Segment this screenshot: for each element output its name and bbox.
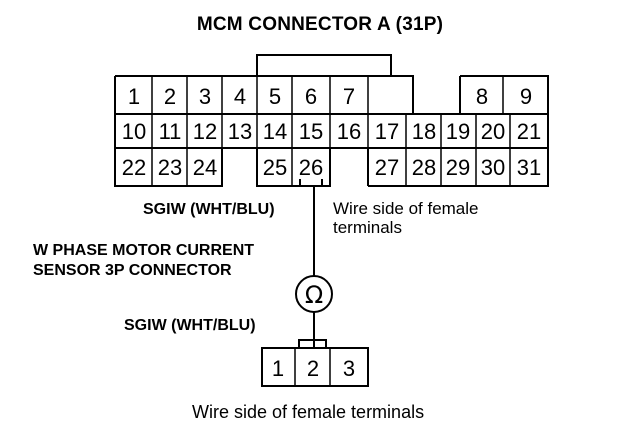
sensor-name-line1: W PHASE MOTOR CURRENT (33, 242, 255, 259)
pin-label: 1 (128, 84, 140, 109)
connector-3p (261, 339, 369, 387)
diagram-title: MCM CONNECTOR A (31P) (196, 14, 444, 35)
connector-3p-pins: 1 2 3 (272, 356, 355, 381)
pin-label-highlighted: 2 (307, 356, 319, 381)
pin-label: 11 (159, 119, 182, 144)
pin-label: 30 (481, 155, 505, 180)
pin-label: 7 (343, 84, 355, 109)
pin-label: 18 (412, 119, 436, 144)
pin-label: 25 (263, 155, 287, 180)
ohm-symbol: Ω (305, 281, 323, 309)
pin-label: 19 (446, 119, 470, 144)
pin-label: 24 (193, 155, 217, 180)
wire-side-note-bottom: Wire side of female terminals (192, 402, 425, 422)
pin-label: 14 (263, 119, 287, 144)
pin-label: 2 (164, 84, 176, 109)
pin-label: 21 (517, 119, 541, 144)
pin-label: 3 (199, 84, 211, 109)
pin-label: 22 (122, 155, 146, 180)
pin-label: 31 (517, 155, 541, 180)
pin-label: 10 (122, 119, 146, 144)
pin-label: 29 (446, 155, 470, 180)
pin-label: 16 (337, 119, 361, 144)
pin-2-marker (298, 339, 327, 348)
pin-label: 5 (269, 84, 281, 109)
pin-label: 20 (481, 119, 505, 144)
pin-26-marker (299, 179, 323, 187)
pin-label: 1 (272, 356, 284, 381)
pin-label: 17 (375, 119, 399, 144)
pin-label: 15 (299, 119, 323, 144)
wire-side-note-line2: terminals (333, 218, 402, 237)
sensor-name-line2: SENSOR 3P CONNECTOR (33, 262, 232, 279)
pin-label: 12 (193, 119, 217, 144)
connector-lock-tab (256, 54, 392, 76)
pin-label: 4 (234, 84, 246, 109)
pin-label-highlighted: 26 (299, 155, 323, 180)
connector-a-pins: 1 2 3 4 5 6 7 8 9 10 11 12 13 14 15 16 1… (122, 84, 541, 180)
wire-label-bottom: SGIW (WHT/BLU) (124, 317, 256, 334)
pin-label: 6 (305, 84, 317, 109)
pin-label: 9 (520, 84, 532, 109)
pin-label: 8 (476, 84, 488, 109)
pin-label: 28 (412, 155, 436, 180)
wire-label-top: SGIW (WHT/BLU) (143, 201, 275, 218)
pin-label: 23 (158, 155, 182, 180)
pin-label: 27 (375, 155, 399, 180)
pin-label: 13 (228, 119, 252, 144)
wire-side-note-line1: Wire side of female (333, 199, 479, 218)
pin-label: 3 (343, 356, 355, 381)
